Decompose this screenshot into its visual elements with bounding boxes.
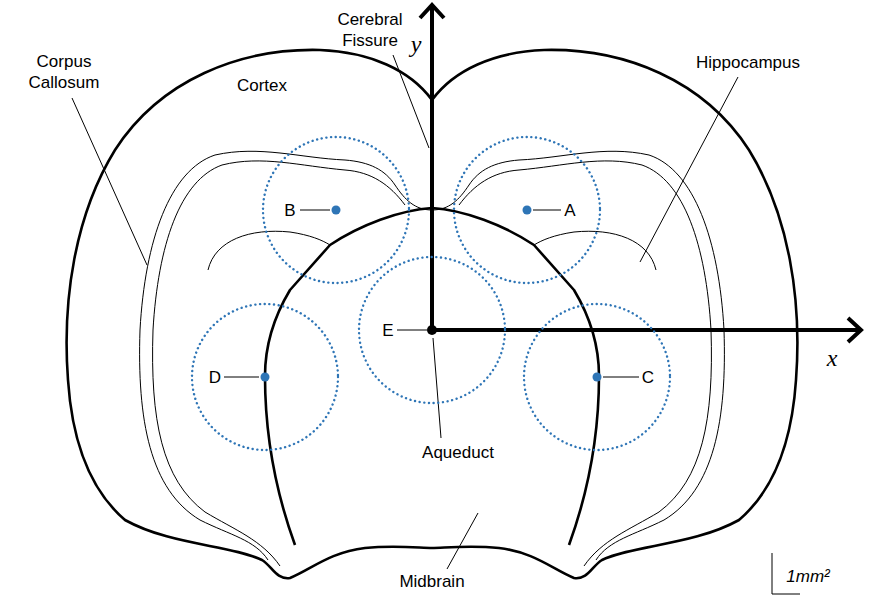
arrowhead [420, 5, 444, 18]
leader-line [433, 338, 441, 438]
region-circle: C [522, 302, 672, 452]
x-axis [432, 328, 860, 332]
right-hemisphere [432, 50, 797, 578]
point-dot [593, 373, 602, 382]
region-outline [452, 135, 602, 285]
structure-label: Hippocampus [696, 52, 800, 73]
point-letter: C [642, 367, 654, 388]
leader-line [603, 377, 639, 378]
left-hemisphere [67, 50, 432, 578]
point-letter: E [382, 320, 393, 341]
structure-label: Cerebral Fissure [333, 9, 408, 51]
axis-label: y [411, 30, 422, 58]
leader-line [300, 210, 330, 211]
point-dot [261, 373, 270, 382]
region-outline [261, 135, 411, 285]
leader-line [224, 377, 259, 378]
axis-label: x [827, 344, 838, 372]
region-circle-outline [454, 137, 600, 283]
leader-line [397, 330, 427, 331]
leader-line [533, 210, 561, 211]
arrowhead [848, 318, 861, 342]
region-circle: A [452, 135, 602, 285]
point-letter: B [284, 200, 295, 221]
scale-label: 1mm² [786, 566, 829, 587]
structure-label: Midbrain [399, 571, 464, 592]
structure-label: Aqueduct [422, 442, 494, 463]
region-circle-outline [263, 137, 409, 283]
region-circle: D [190, 302, 340, 452]
point-dot [332, 206, 341, 215]
region-circle: E [357, 255, 507, 405]
structure-label: Cortex [237, 75, 287, 96]
region-outline [357, 255, 507, 405]
point-dot [523, 206, 532, 215]
region-circle: B [261, 135, 411, 285]
leader-line [640, 77, 738, 262]
region-circle-outline [192, 304, 338, 450]
point-letter: D [209, 367, 221, 388]
structure-label: Corpus Callosum [22, 51, 107, 93]
region-circle-outline [524, 304, 670, 450]
y-axis [430, 6, 434, 330]
leader-line [72, 98, 147, 265]
origin-dot [427, 325, 437, 335]
point-letter: A [564, 200, 575, 221]
leader-line [393, 55, 429, 148]
leader-line [447, 513, 478, 569]
region-circle-outline [359, 257, 505, 403]
